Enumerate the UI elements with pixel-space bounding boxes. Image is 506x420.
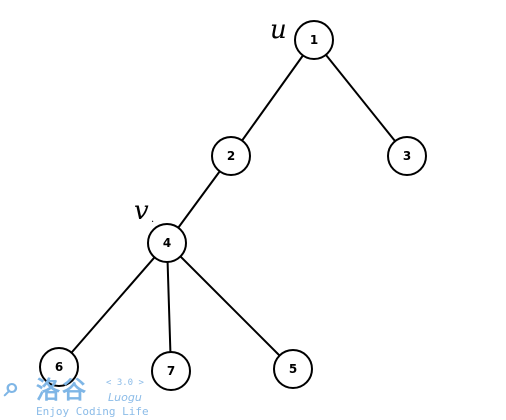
node-5: 5 (273, 349, 313, 389)
node-label-2: 2 (227, 149, 235, 163)
nodes-layer: 1 2 3 4 5 6 7 (39, 20, 427, 391)
node-label-5: 5 (289, 362, 297, 376)
luogu-brand: Luogu (108, 391, 142, 404)
node-3: 3 (387, 136, 427, 176)
node-label-4: 4 (163, 236, 171, 250)
edge-1-2 (230, 39, 315, 157)
luogu-logo-text: 洛谷 (36, 376, 88, 404)
node-4: 4 (147, 223, 187, 263)
label-v: v (134, 196, 149, 226)
node-1: 1 (294, 20, 334, 60)
edges-layer (58, 39, 408, 372)
node-circle-5 (273, 349, 313, 389)
luogu-watermark: ⌕ 洛谷 < 3.0 > Luogu Enjoy Coding Life (0, 368, 160, 420)
node-circle-3 (387, 136, 427, 176)
node-label-1: 1 (310, 33, 318, 47)
node-label-6: 6 (55, 360, 63, 374)
node-circle-2 (211, 136, 251, 176)
node-circle-7 (151, 351, 191, 391)
label-v-dot: . (151, 214, 154, 225)
luogu-logo-icon: ⌕ (4, 370, 20, 403)
node-circle-6 (39, 347, 79, 387)
luogu-slogan: Enjoy Coding Life (36, 405, 149, 418)
edge-4-5 (166, 242, 294, 370)
node-6: 6 (39, 347, 79, 387)
edge-1-3 (313, 39, 408, 157)
node-label-3: 3 (403, 149, 411, 163)
edge-4-6 (58, 242, 168, 368)
node-7: 7 (151, 351, 191, 391)
node-2: 2 (211, 136, 251, 176)
label-u: u (270, 15, 287, 45)
node-circle-4 (147, 223, 187, 263)
node-label-7: 7 (167, 364, 175, 378)
node-circle-1 (294, 20, 334, 60)
luogu-version: < 3.0 > (106, 378, 144, 388)
edge-4-7 (166, 242, 172, 372)
